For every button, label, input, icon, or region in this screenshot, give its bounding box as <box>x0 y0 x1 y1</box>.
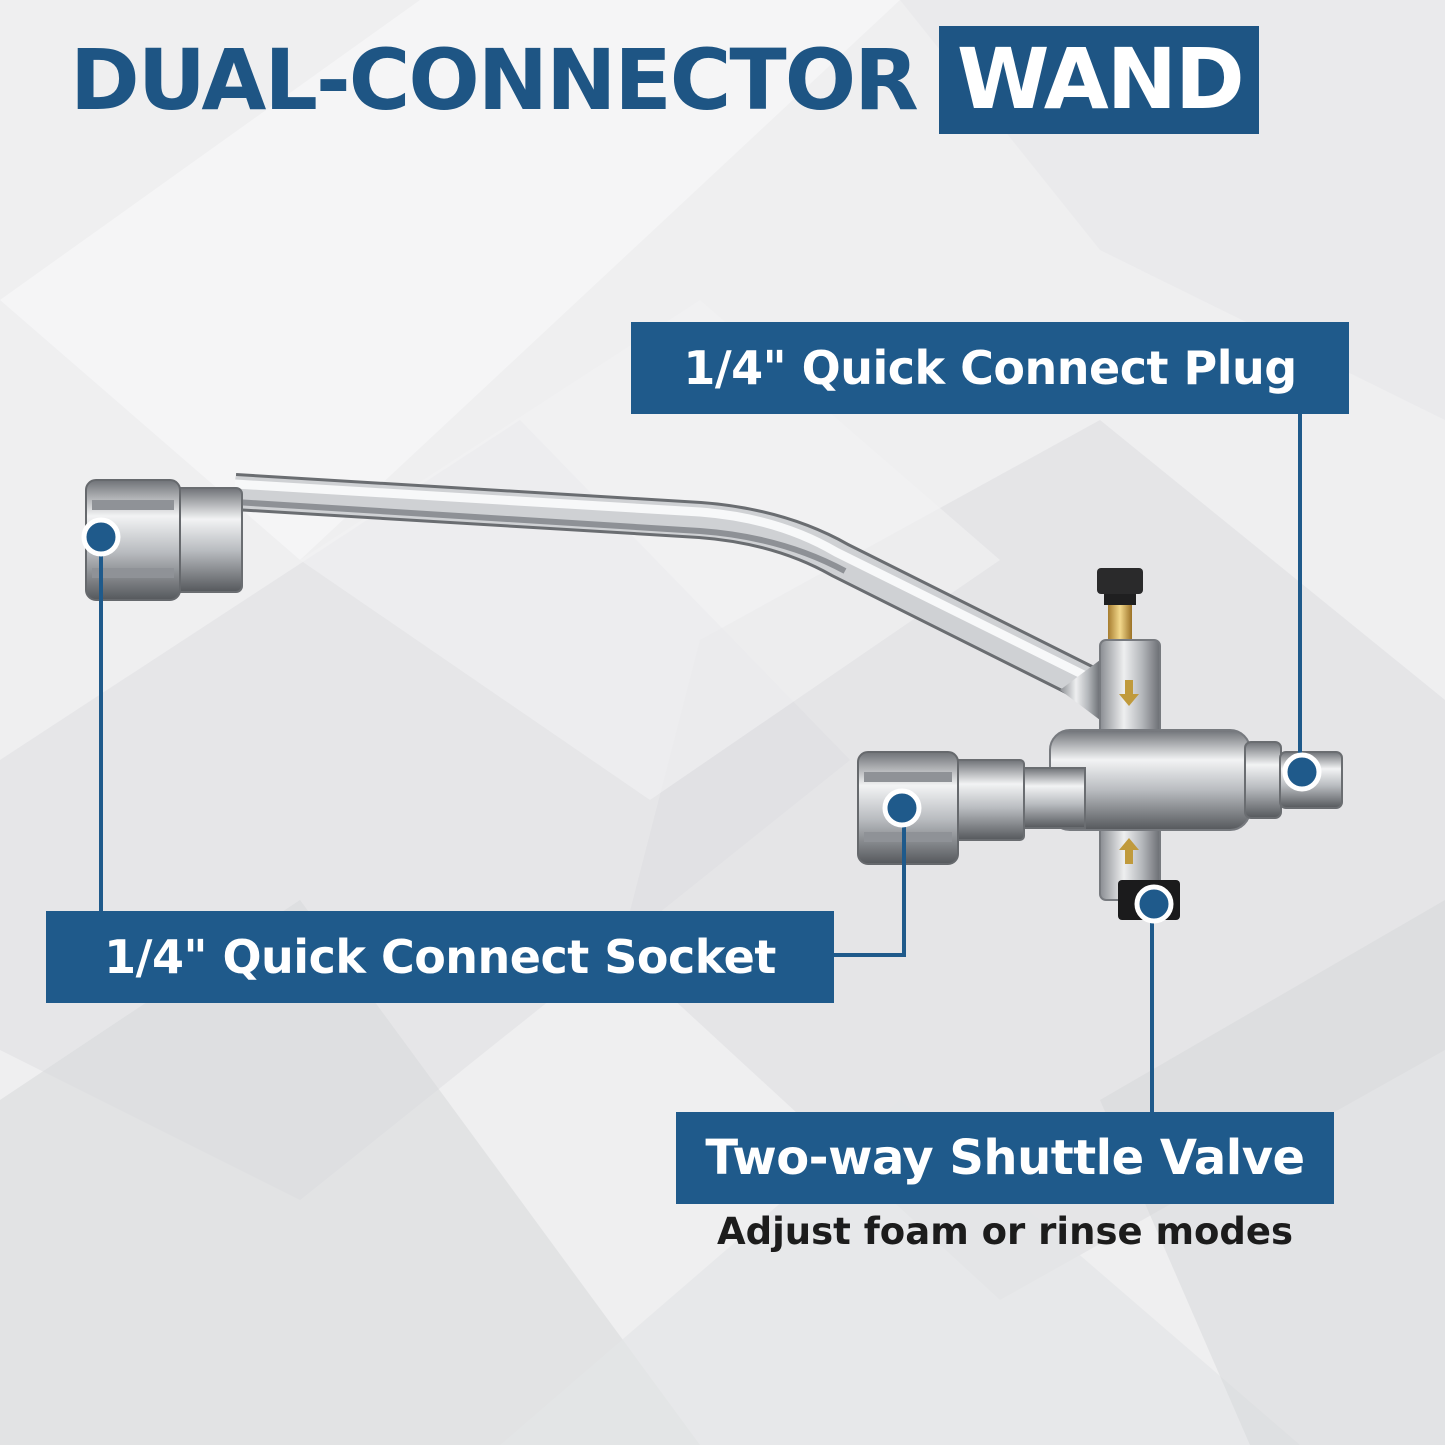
headline-highlight: WAND <box>938 26 1259 134</box>
dot-valve <box>1134 884 1174 924</box>
label-quick-connect-socket: 1/4" Quick Connect Socket <box>46 911 834 1003</box>
dot-plug <box>1282 752 1322 792</box>
wand-tube <box>233 473 1129 717</box>
valve-note: Adjust foam or rinse modes <box>716 1210 1294 1253</box>
valve-body <box>1049 568 1251 920</box>
callout-dots <box>81 517 1322 924</box>
left-socket <box>85 479 243 601</box>
headline: DUAL-CONNECTOR WAND <box>70 26 1259 134</box>
dot-left-socket <box>81 517 121 557</box>
label-shuttle-valve: Two-way Shuttle Valve <box>676 1112 1334 1204</box>
dot-lower-socket <box>882 788 922 828</box>
label-quick-connect-plug: 1/4" Quick Connect Plug <box>631 322 1349 414</box>
headline-main: DUAL-CONNECTOR <box>70 31 919 129</box>
